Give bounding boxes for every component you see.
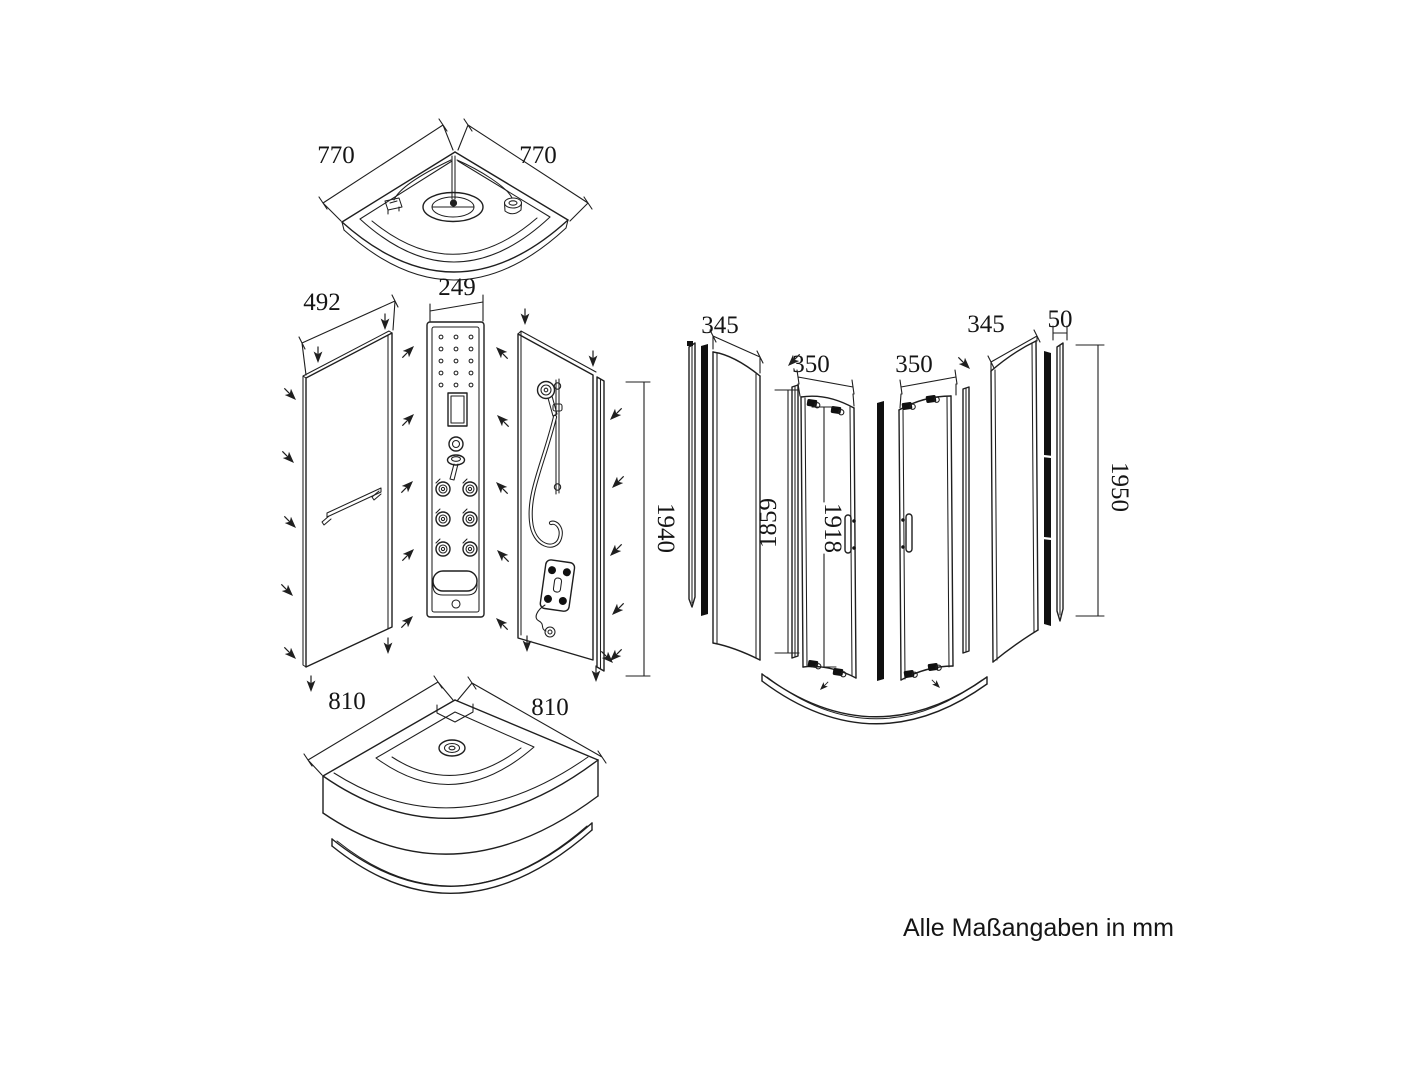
shower-tray [322,699,599,894]
dim-label-door-right: 350 [895,351,933,378]
dim-roof-left: 770 [317,118,454,222]
roof-wire-right [456,159,513,199]
door-roller [806,659,823,670]
roof-top-view [341,151,569,281]
seal-strip-center [877,401,884,681]
dim-label-panel-height: 1940 [652,503,679,553]
massage-jets [435,478,478,557]
dim-label-tray-right: 810 [531,694,569,721]
tray-drain [438,739,466,757]
units-note: Alle Maßangaben in mm [903,914,1174,942]
fixed-glass-left [712,351,761,661]
dim-label-wall-profile: 50 [1048,306,1073,333]
roof-light-right [503,197,523,215]
dim-tray-left: 810 [303,675,454,776]
door-roller [831,667,848,678]
power-cable [535,604,547,632]
panel-edge-profile [596,376,605,672]
threshold-rail [761,673,988,725]
dim-profile-height: 1950 [1075,344,1133,617]
mixer-lever [446,454,466,481]
dim-label-fixed-glass-left: 345 [701,312,739,339]
electric-control-box [539,559,576,612]
door-handle-right [901,513,913,553]
control-column-panel [426,321,485,618]
dim-column-width: 249 [429,274,484,322]
dim-door-right: 350 [895,351,958,409]
door-edge-profile-left [791,384,799,659]
dim-wall-profile: 50 [1048,306,1073,341]
roof-dome-unit [422,155,484,223]
dim-label-roof-right: 770 [519,142,557,169]
sliding-door-left: 1918 [800,395,857,679]
cable-plug [544,626,556,638]
dim-label-roof-left: 770 [317,142,355,169]
soap-dish [432,570,478,596]
shower-hose [528,414,563,548]
dim-fixed-glass-left: 345 [701,312,764,374]
back-panel-right [517,330,605,672]
shower-rail [552,378,563,495]
dim-door-height: 1918 [811,406,846,668]
dim-roof-right: 770 [457,118,593,222]
dim-label-fixed-glass-height: 1859 [755,498,782,548]
dim-label-door-left: 350 [792,351,830,378]
dim-label-fixed-glass-right: 345 [967,311,1005,338]
roof-speaker-left [384,197,403,215]
dim-label-tray-left: 810 [328,688,366,715]
roof-wire-left [393,159,452,201]
drain-hole-mark [451,599,461,609]
seal-strip-right [1042,351,1053,626]
sliding-door-right [898,393,954,681]
door-roller [903,668,919,680]
wall-profile-left [687,341,696,608]
dim-panel-height: 1940 [625,381,679,677]
dim-label-profile-height: 1950 [1106,462,1133,512]
assembly-arrows [277,307,974,693]
back-panel-left [302,330,393,668]
dim-fixed-glass-right: 345 [967,311,1041,371]
body-jet-dot-grid [438,334,474,388]
door-edge-profile-right [962,386,970,654]
dim-tray-right: 810 [456,676,607,764]
dim-label-column-width: 249 [438,274,476,301]
dim-label-back-panel-width: 492 [303,289,341,316]
wall-profile-right [1056,342,1064,622]
tray-apron [331,822,593,894]
towel-bar [321,487,382,526]
dim-back-panel-width: 492 [298,289,399,376]
dim-label-door-height: 1918 [819,503,846,553]
glass-front-exploded: 345 1859 [687,306,1133,725]
control-knob [448,436,464,452]
door-roller [925,393,941,405]
seal-strip-left [701,344,708,616]
control-display [447,392,468,427]
door-handle-left [844,514,856,554]
fixed-glass-right [990,340,1039,663]
